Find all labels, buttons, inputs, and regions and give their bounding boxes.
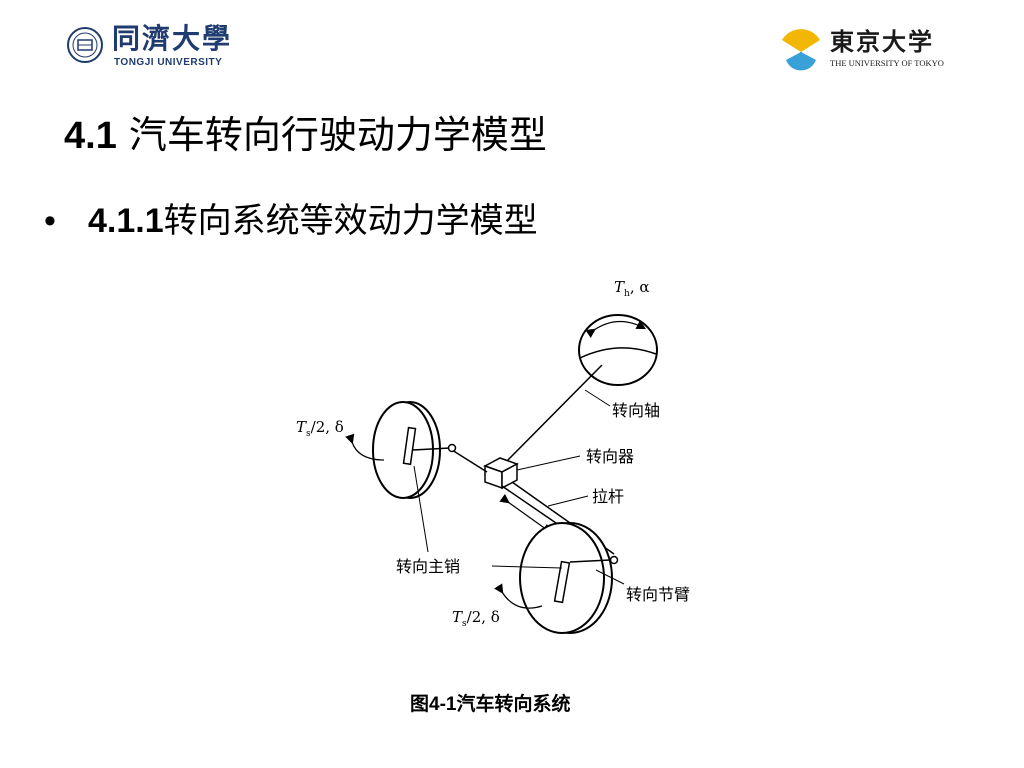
left-wheel — [345, 401, 457, 499]
leader-kingpin-2 — [491, 565, 563, 569]
right-wheel — [494, 522, 619, 634]
knuckle-arm-label: 转向节臂 — [626, 585, 690, 604]
tongji-seal-icon — [67, 27, 103, 63]
steering-wheel-torque-label: Th, α — [614, 278, 649, 299]
tongji-university-logo: 同濟大學 TONGJI UNIVERSITY — [66, 22, 256, 72]
tongji-name-en: TONGJI UNIVERSITY — [114, 57, 223, 68]
right-wheel-torque-label: Ts/2, δ — [452, 608, 500, 629]
title-text: 汽车转向行驶动力学模型 — [116, 113, 547, 157]
steering-gear-box — [483, 457, 519, 490]
bullet-item: • 4.1.1转向系统等效动力学模型 — [44, 197, 538, 245]
bullet-text: 转向系统等效动力学模型 — [163, 201, 538, 241]
caption-prefix: 图 — [410, 693, 430, 715]
bullet-symbol: • — [44, 202, 56, 240]
steering-wheel — [578, 314, 658, 386]
caption-number: 4-1 — [429, 694, 457, 715]
caption-text: 汽车转向系统 — [456, 693, 571, 715]
bullet-number: 4.1.1 — [88, 202, 164, 240]
tokyo-university-logo: 東京大学 THE UNIVERSITY OF TOKYO — [778, 26, 954, 74]
figure-caption: 图4-1汽车转向系统 — [410, 690, 571, 719]
tie-rod-arrow — [499, 493, 552, 534]
tie-rod-upper — [451, 449, 488, 473]
ginkgo-leaf-icon — [782, 29, 820, 71]
steering-shaft-line — [501, 364, 603, 467]
tokyo-name-en: THE UNIVERSITY OF TOKYO — [830, 58, 944, 68]
steering-gear-label: 转向器 — [586, 447, 634, 466]
kingpin-label: 转向主销 — [396, 557, 460, 576]
leader-kingpin-1 — [413, 465, 429, 553]
slide-title: 4.1 汽车转向行驶动力学模型 — [64, 110, 547, 161]
leader-steering-shaft — [584, 389, 611, 407]
left-wheel-torque-label: Ts/2, δ — [296, 418, 344, 439]
steering-shaft-label: 转向轴 — [612, 401, 660, 420]
steering-system-diagram: Th, α Ts/2, δ Ts/2, δ 转向轴 转向器 拉杆 转向主销 转向… — [296, 278, 690, 634]
tokyo-name-cn: 東京大学 — [830, 27, 934, 56]
leader-knuckle-arm — [595, 569, 625, 585]
tongji-name-cn: 同濟大學 — [112, 22, 233, 55]
title-number: 4.1 — [64, 115, 117, 157]
leader-tie-rod — [547, 495, 589, 507]
leader-steering-gear — [516, 455, 581, 471]
tie-rod-label: 拉杆 — [592, 487, 624, 506]
